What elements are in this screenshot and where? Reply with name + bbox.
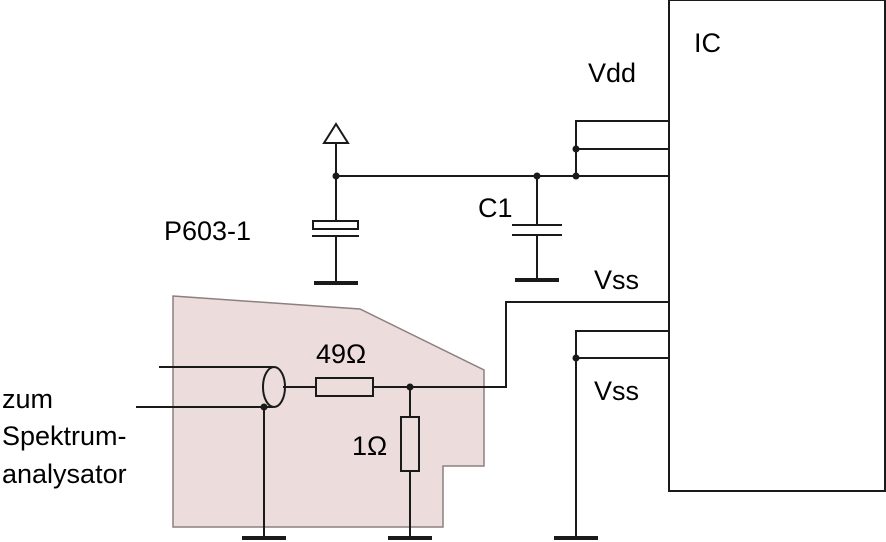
vss-ground-pins [554,330,670,540]
vss-signal-wire [409,301,670,388]
junction-dot [406,383,414,391]
coax-connector-icon [136,366,286,540]
r49-label: 49Ω [316,339,366,369]
c1-label: C1 [478,193,513,223]
p603-element [312,175,359,285]
resistor-49-ohm [283,377,411,397]
vss-top-label: Vss [594,265,639,295]
junction-dot [572,172,580,180]
junction-dot [533,172,541,180]
analyzer-label-line2: Spektrum- [2,421,127,451]
ic-block [668,0,886,492]
supply-arrow-icon [322,122,350,177]
analyzer-label-line1: zum [2,384,53,414]
ic-label: IC [694,28,721,58]
probe-region [172,295,485,528]
analyzer-label-line3: analysator [2,459,127,489]
junction-dot [260,403,268,411]
r1-label: 1Ω [352,431,387,461]
vdd-label: Vdd [588,58,636,88]
junction-dot [572,145,580,153]
resistor-1-ohm [388,386,432,540]
junction-dot [332,172,340,180]
vdd-pins [575,120,670,177]
vss-bottom-label: Vss [594,376,639,406]
p603-label: P603-1 [164,216,251,246]
capacitor-c1 [512,175,562,282]
junction-dot [572,354,580,362]
